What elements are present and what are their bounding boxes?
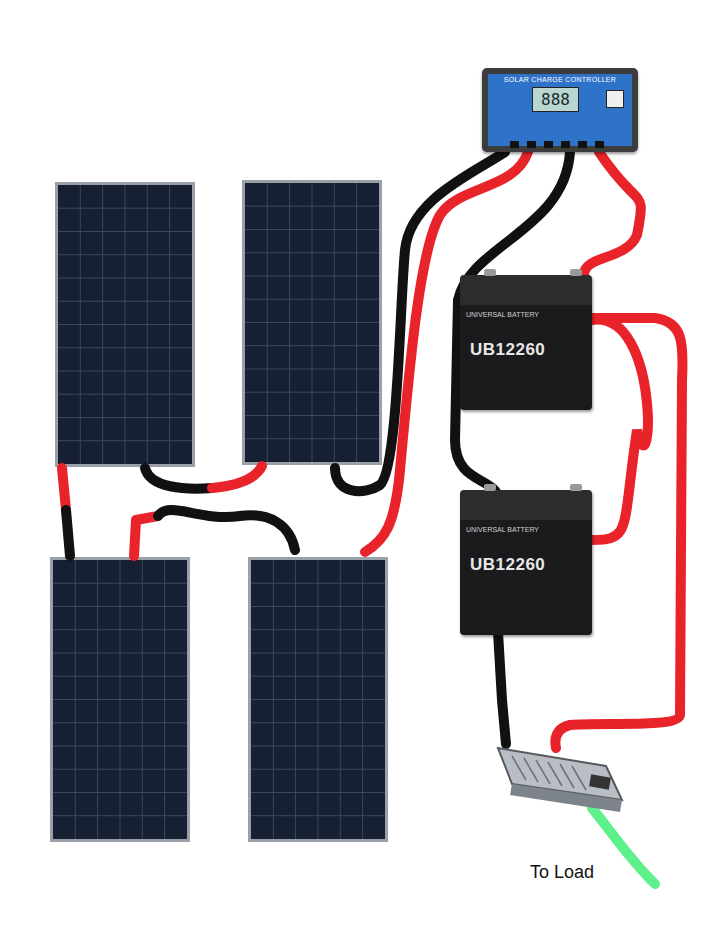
battery: UNIVERSAL BATTERYUB12260 [460, 490, 592, 635]
lcd-display: 888 [532, 87, 579, 112]
terminal [561, 141, 570, 148]
wire [584, 152, 641, 275]
inverter [498, 748, 622, 812]
terminal [544, 141, 553, 148]
usb-ports [606, 90, 624, 108]
model-number: UB12260 [460, 318, 592, 360]
solar-panel [55, 182, 195, 467]
terminal [527, 141, 536, 148]
charge-controller: SOLAR CHARGE CONTROLLER 888 [482, 68, 638, 152]
battery-terminal [570, 269, 582, 276]
terminal [510, 141, 519, 148]
device-title: UNIVERSAL BATTERY [460, 520, 592, 533]
battery-terminal [484, 269, 496, 276]
load-label: To Load [530, 862, 594, 883]
solar-panel [248, 557, 388, 842]
solar-panel [242, 180, 382, 465]
solar-panel [50, 557, 190, 842]
device-title: SOLAR CHARGE CONTROLLER [488, 74, 632, 83]
terminal [595, 141, 604, 148]
wires [62, 152, 683, 884]
wire [592, 320, 648, 540]
battery: UNIVERSAL BATTERYUB12260 [460, 275, 592, 410]
terminal [578, 141, 587, 148]
battery-terminal [570, 484, 582, 491]
device-title: UNIVERSAL BATTERY [460, 305, 592, 318]
model-number: UB12260 [460, 533, 592, 575]
battery-terminal [484, 484, 496, 491]
